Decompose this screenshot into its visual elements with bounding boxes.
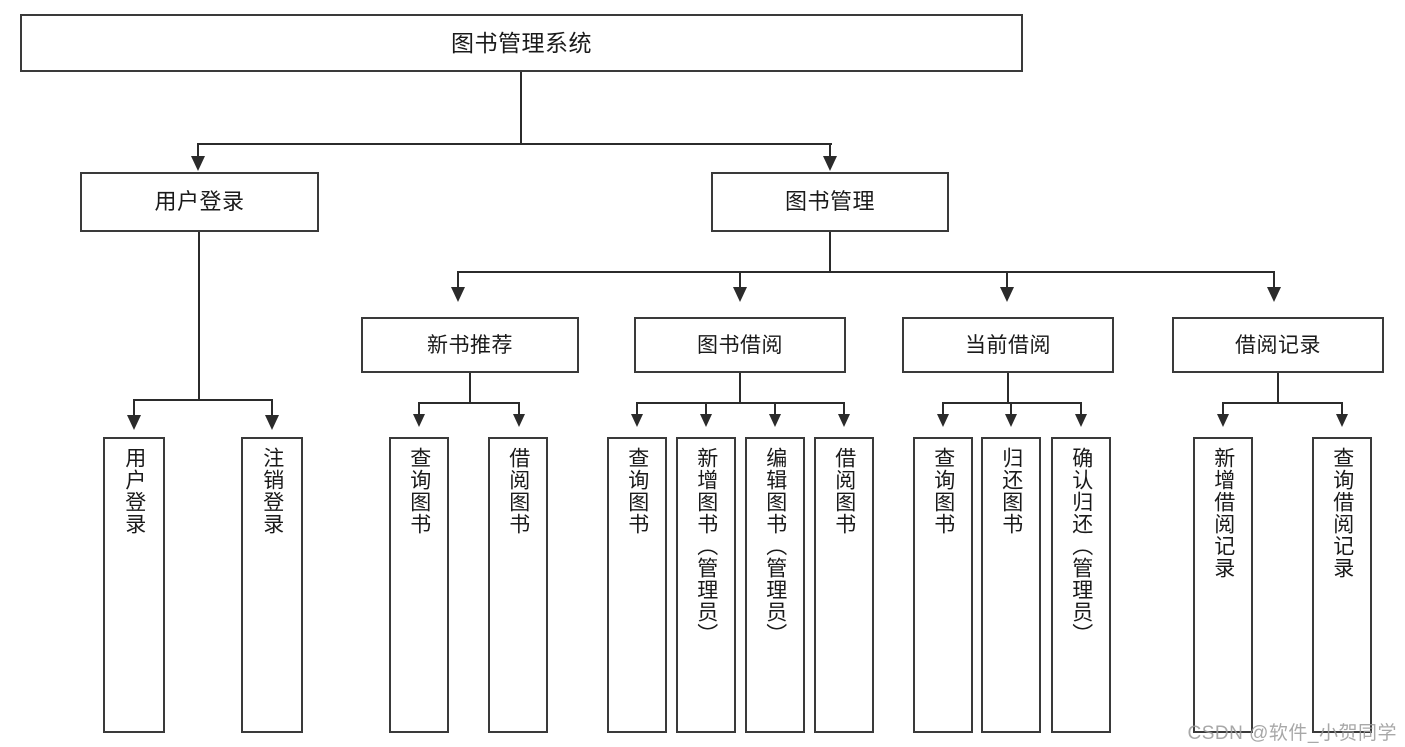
arrow-user-login-to-leaf-0 (127, 415, 141, 430)
connector-user-login-to-leaf-0 (133, 399, 135, 417)
arrow-bm-to-new-book (451, 287, 465, 302)
arrow-bb-to-leaf-0 (631, 414, 643, 427)
connector-root-bus (197, 143, 832, 145)
node-label: 图书管理系统 (451, 29, 592, 56)
connector-borrow-record-bus (1222, 402, 1343, 404)
arrow-bb-to-leaf-1 (700, 414, 712, 427)
connector-current-borrow-stem (1007, 373, 1009, 403)
connector-new-book-stem (469, 373, 471, 403)
connector-current-borrow-bus (942, 402, 1082, 404)
connector-book-management-stem (829, 232, 831, 272)
leaf-book-borrow-1[interactable]: 新增图书（管理员） (676, 437, 736, 733)
leaf-user-login-0[interactable]: 用户登录 (103, 437, 165, 733)
arrow-root-to-user-login (191, 156, 205, 171)
leaf-current-borrow-1[interactable]: 归还图书 (981, 437, 1041, 733)
connector-bb-to-leaf-2 (774, 402, 776, 416)
connector-bm-to-book-borrow (739, 271, 741, 289)
leaf-borrow-record-1[interactable]: 查询借阅记录 (1312, 437, 1372, 733)
connector-new-book-to-leaf-0 (418, 402, 420, 416)
leaf-new-book-recommend-0[interactable]: 查询图书 (389, 437, 449, 733)
node-book-borrow[interactable]: 图书借阅 (634, 317, 846, 373)
arrow-bb-to-leaf-2 (769, 414, 781, 427)
connector-root-to-user-login (197, 143, 199, 158)
connector-br-to-leaf-0 (1222, 402, 1224, 416)
connector-bm-to-new-book (457, 271, 459, 289)
leaf-book-borrow-2[interactable]: 编辑图书（管理员） (745, 437, 805, 733)
connector-book-management-bus (457, 271, 1274, 273)
arrow-cb-to-leaf-1 (1005, 414, 1017, 427)
node-label: 用户登录 (122, 447, 146, 535)
connector-cb-to-leaf-0 (942, 402, 944, 416)
arrow-cb-to-leaf-2 (1075, 414, 1087, 427)
node-new-book-recommend[interactable]: 新书推荐 (361, 317, 579, 373)
arrow-new-book-to-leaf-1 (513, 414, 525, 427)
connector-user-login-bus (133, 399, 273, 401)
arrow-bm-to-borrow-record (1267, 287, 1281, 302)
leaf-new-book-recommend-1[interactable]: 借阅图书 (488, 437, 548, 733)
leaf-book-borrow-3[interactable]: 借阅图书 (814, 437, 874, 733)
connector-bm-to-current-borrow (1006, 271, 1008, 289)
node-label: 新增图书（管理员） (694, 447, 718, 645)
node-label: 用户登录 (154, 189, 245, 214)
node-label: 新书推荐 (427, 333, 513, 357)
connector-bb-to-leaf-3 (843, 402, 845, 416)
connector-book-borrow-bus (636, 402, 845, 404)
node-label: 借阅图书 (506, 447, 530, 535)
node-label: 新增借阅记录 (1211, 447, 1235, 579)
leaf-current-borrow-0[interactable]: 查询图书 (913, 437, 973, 733)
connector-cb-to-leaf-2 (1080, 402, 1082, 416)
node-user-login[interactable]: 用户登录 (80, 172, 319, 232)
connector-new-book-bus (418, 402, 520, 404)
leaf-current-borrow-2[interactable]: 确认归还（管理员） (1051, 437, 1111, 733)
connector-root-stem (520, 72, 522, 144)
leaf-borrow-record-0[interactable]: 新增借阅记录 (1193, 437, 1253, 733)
connector-br-to-leaf-1 (1341, 402, 1343, 416)
node-label: 当前借阅 (965, 333, 1051, 357)
connector-new-book-to-leaf-1 (518, 402, 520, 416)
arrow-user-login-to-leaf-1 (265, 415, 279, 430)
connector-cb-to-leaf-1 (1010, 402, 1012, 416)
connector-book-borrow-stem (739, 373, 741, 403)
leaf-user-login-1[interactable]: 注销登录 (241, 437, 303, 733)
node-label: 编辑图书（管理员） (763, 447, 787, 645)
node-label: 归还图书 (999, 447, 1023, 535)
connector-bm-to-borrow-record (1273, 271, 1275, 289)
connector-bb-to-leaf-1 (705, 402, 707, 416)
arrow-new-book-to-leaf-0 (413, 414, 425, 427)
arrow-br-to-leaf-0 (1217, 414, 1229, 427)
arrow-cb-to-leaf-0 (937, 414, 949, 427)
connector-bb-to-leaf-0 (636, 402, 638, 416)
node-root-book-management-system[interactable]: 图书管理系统 (20, 14, 1023, 72)
node-borrow-record[interactable]: 借阅记录 (1172, 317, 1384, 373)
node-label: 确认归还（管理员） (1069, 447, 1093, 645)
node-label: 借阅图书 (832, 447, 856, 535)
node-label: 图书借阅 (697, 333, 783, 357)
node-label: 查询图书 (407, 447, 431, 535)
node-label: 查询图书 (625, 447, 649, 535)
connector-user-login-to-leaf-1 (271, 399, 273, 417)
node-current-borrow[interactable]: 当前借阅 (902, 317, 1114, 373)
node-label: 注销登录 (260, 447, 284, 535)
arrow-bb-to-leaf-3 (838, 414, 850, 427)
connector-borrow-record-stem (1277, 373, 1279, 403)
node-label: 查询借阅记录 (1330, 447, 1354, 579)
connector-user-login-stem (198, 232, 200, 400)
arrow-root-to-book-management (823, 156, 837, 171)
arrow-bm-to-book-borrow (733, 287, 747, 302)
node-label: 借阅记录 (1235, 333, 1321, 357)
leaf-book-borrow-0[interactable]: 查询图书 (607, 437, 667, 733)
arrow-br-to-leaf-1 (1336, 414, 1348, 427)
arrow-bm-to-current-borrow (1000, 287, 1014, 302)
node-book-management[interactable]: 图书管理 (711, 172, 949, 232)
connector-root-to-book-management (829, 143, 831, 158)
node-label: 查询图书 (931, 447, 955, 535)
node-label: 图书管理 (784, 189, 875, 214)
